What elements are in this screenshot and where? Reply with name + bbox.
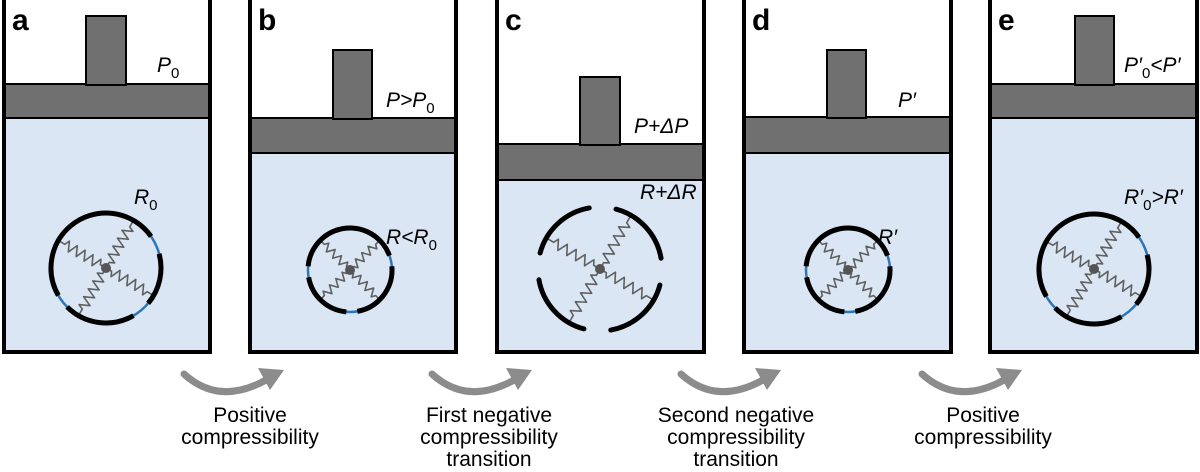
spring: [599, 215, 632, 270]
panel-c: cP+ΔP R+ΔR: [495, 0, 706, 354]
cylinder-wall: [495, 0, 706, 354]
center-node: [1089, 264, 1099, 274]
shell-segment: [65, 305, 135, 326]
pressure-label: P0: [157, 54, 179, 82]
shell-segment: [613, 206, 664, 261]
piston-head: [3, 83, 211, 119]
shell-segment: [48, 223, 73, 297]
pressure-label: P+ΔP: [634, 115, 688, 138]
pressure-label: P>P0: [386, 89, 435, 117]
radius-label: R<R0: [386, 226, 437, 254]
spring: [1066, 268, 1095, 317]
piston-head: [496, 143, 705, 181]
pressure-label: P′: [898, 89, 917, 112]
shell-segment: [306, 276, 347, 315]
transition-arrows: [180, 368, 1022, 396]
panel-letter: d: [752, 4, 770, 37]
shell-segment: [537, 205, 592, 256]
center-node: [101, 263, 111, 273]
piston-rod: [579, 76, 621, 146]
center-node: [843, 265, 853, 275]
panel-b: bP>P0R<R0: [248, 0, 458, 354]
radius-label: R′0>R′: [1124, 186, 1184, 214]
shell-segment: [1134, 254, 1152, 306]
cylinder-wall: [2, 0, 212, 354]
piston-head: [249, 117, 457, 154]
spring: [349, 269, 380, 300]
spring: [349, 240, 380, 271]
shell-segment: [356, 266, 395, 314]
panels: aP0R0bP>P0R<R0cP+ΔPR+ΔRdP′R′eP′0<P′R′0>R…: [2, 0, 1199, 354]
transition-arrow: [180, 368, 284, 396]
piston-head: [743, 116, 952, 154]
transition-arrow: [428, 368, 532, 396]
shell-segment: [334, 225, 392, 257]
shell-segment: [803, 227, 838, 267]
pressure-label: P′0<P′: [1124, 54, 1182, 82]
spring: [1046, 241, 1095, 270]
liquid: [744, 153, 951, 352]
radius-label: R′: [878, 226, 898, 249]
piston-rod: [826, 49, 867, 119]
liquid: [4, 118, 210, 352]
spring: [1093, 221, 1122, 270]
spring: [105, 267, 154, 296]
spring: [78, 267, 107, 316]
spring: [1093, 268, 1142, 297]
spring: [568, 268, 601, 323]
cylinder-wall: [248, 0, 458, 354]
transition-arrow: [677, 368, 781, 396]
shell-segment: [854, 266, 893, 314]
shell-segment: [146, 253, 164, 305]
piston-head: [989, 83, 1198, 119]
panel-letter: c: [505, 4, 522, 37]
spring: [599, 268, 654, 301]
spring: [847, 269, 878, 300]
transition-arrow: [918, 368, 1022, 396]
panel-letter: b: [258, 4, 276, 37]
spring: [320, 240, 351, 271]
shell-segment: [1053, 306, 1123, 327]
shell-segment: [608, 282, 663, 333]
shell-segment: [1057, 211, 1142, 239]
shell-segment: [305, 227, 340, 267]
radius-label: R0: [134, 186, 158, 214]
panel-e: eP′0<P′ R′0>R′: [988, 0, 1199, 354]
radius-label: R+ΔR: [640, 181, 697, 204]
shell-segment: [69, 210, 154, 238]
panel-d: dP′ R′: [742, 0, 953, 354]
cylinder-wall: [742, 0, 953, 354]
spring: [818, 240, 849, 271]
spring: [58, 240, 107, 269]
cylinder-wall: [988, 0, 1199, 354]
center-node: [595, 264, 605, 274]
panel-letter: a: [12, 4, 29, 37]
spring: [847, 240, 878, 271]
piston-rod: [85, 15, 127, 86]
spring: [320, 269, 351, 300]
piston-rod: [1074, 15, 1115, 86]
shell-segment: [804, 276, 845, 315]
center-node: [345, 265, 355, 275]
spring: [818, 269, 849, 300]
liquid: [250, 153, 456, 352]
liquid: [990, 118, 1197, 352]
spring: [105, 220, 134, 269]
spring: [546, 237, 601, 270]
shell-segment: [536, 277, 587, 332]
panel-letter: e: [998, 4, 1015, 37]
piston-rod: [332, 49, 373, 120]
shell-segment: [1036, 224, 1061, 298]
shell-segment: [832, 225, 890, 257]
